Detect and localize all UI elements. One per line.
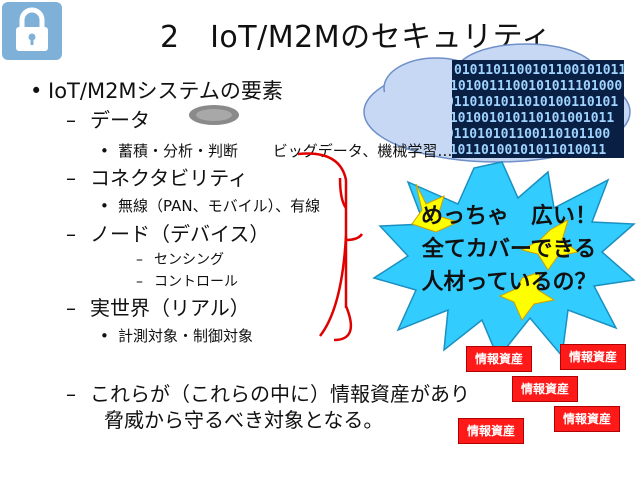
callout-line: めっちゃ 広い！ [420,204,597,229]
list-item: –ノード（デバイス） [66,222,270,246]
binary-row: 0101101100101100101011 [454,63,626,78]
binary-row: 1101001010110101001011 [442,111,614,126]
callout-burst [372,160,638,360]
asset-tag: 情報資産 [554,406,621,432]
callout-line: 全てカバーできる [421,237,597,262]
callout-line: 人材っているの？ [421,270,597,295]
list-item: –データ [66,108,150,132]
asset-tag: 情報資産 [466,346,533,372]
list-item: •計測対象・制御対象 [100,327,254,345]
binary-row: 1010011100101011101000 [450,79,622,94]
list-item: •IoT/M2Mシステムの要素 [30,79,283,103]
list-item: –これらが（これらの中に）情報資産があり [66,382,470,406]
list-item: –センシング [136,252,224,268]
padlock-icon [2,2,62,60]
binary-row: 0110101011010100110101 [446,95,618,110]
list-item: 脅威から守るべき対象となる。 [104,408,384,432]
binary-row: 1010110100101011010011 [434,143,606,158]
gear-icon [188,104,240,126]
asset-tag: 情報資産 [458,418,525,444]
bracket-group [280,140,380,350]
list-item: –コネクタビリティ [66,166,248,190]
list-item: •無線（PAN、モバイル）、有線 [100,197,321,215]
asset-tag: 情報資産 [512,376,579,402]
binary-row: 0011010101100110101100 [438,127,610,142]
callout-text: めっちゃ 広い！ 全てカバーできる 人材っているの？ [398,200,620,299]
asset-tag: 情報資産 [560,344,627,370]
list-item: –コントロール [136,274,238,290]
list-item: –実世界（リアル） [66,296,250,320]
list-item: •蓄積・分析・判断 ビッグデータ、機械学習… [100,142,453,160]
